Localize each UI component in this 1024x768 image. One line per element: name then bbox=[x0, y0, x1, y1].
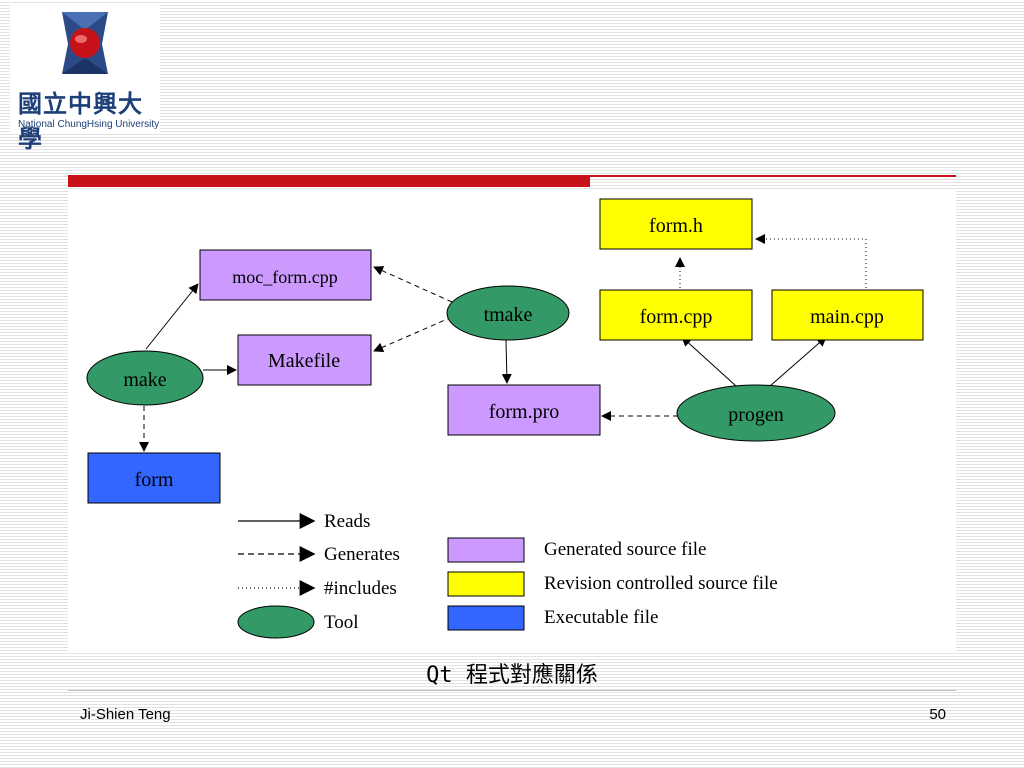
legend-generated-swatch bbox=[447, 537, 525, 563]
legend-reads-label: Reads bbox=[324, 511, 370, 532]
diagram-edges bbox=[139, 234, 867, 452]
node-form: form bbox=[87, 452, 221, 504]
university-logo: 國立中興大學 National ChungHsing University bbox=[10, 4, 160, 153]
edge-tmake-makefile bbox=[373, 316, 453, 352]
node-tmake: tmake bbox=[446, 285, 570, 341]
node-progen: progen bbox=[676, 384, 836, 442]
legend: Reads Generates #includes Tool Generated… bbox=[237, 511, 778, 639]
qt-build-diagram: form.h moc_form.cpp form.cpp main.cpp Ma… bbox=[68, 189, 956, 651]
node-form-pro-label: form.pro bbox=[489, 401, 560, 423]
legend-generated-label: Generated source file bbox=[544, 539, 706, 560]
slide-caption: Qt 程式對應關係 bbox=[426, 663, 598, 688]
edge-tmake-moc bbox=[373, 266, 453, 303]
node-main-cpp-label: main.cpp bbox=[810, 306, 884, 328]
legend-tool-label: Tool bbox=[324, 612, 359, 633]
node-form-cpp-label: form.cpp bbox=[640, 306, 713, 328]
title-bar-accent bbox=[68, 175, 590, 187]
node-form-pro: form.pro bbox=[447, 384, 601, 436]
edge-make-moc bbox=[145, 283, 199, 350]
page-number: 50 bbox=[929, 706, 946, 723]
logo-emblem-icon bbox=[62, 12, 108, 74]
node-makefile: Makefile bbox=[237, 334, 372, 386]
node-make: make bbox=[86, 350, 204, 406]
node-form-h: form.h bbox=[599, 198, 753, 250]
node-form-cpp: form.cpp bbox=[599, 289, 753, 341]
legend-revision-label: Revision controlled source file bbox=[544, 573, 778, 594]
edge-maincpp-formh bbox=[755, 234, 867, 288]
logo-name-english: National ChungHsing University bbox=[18, 119, 160, 130]
footer-author: Ji-Shien Teng bbox=[80, 706, 171, 723]
legend-executable-label: Executable file bbox=[544, 607, 658, 628]
title-bar-line bbox=[590, 175, 956, 177]
legend-includes-label: #includes bbox=[324, 578, 397, 599]
node-tmake-label: tmake bbox=[484, 304, 533, 326]
edge-progen-formcpp bbox=[681, 336, 737, 387]
edge-progen-maincpp bbox=[769, 336, 827, 387]
legend-executable-swatch bbox=[447, 605, 525, 631]
node-moc-form-cpp: moc_form.cpp bbox=[199, 249, 372, 301]
legend-generates-label: Generates bbox=[324, 544, 400, 565]
node-form-h-label: form.h bbox=[649, 215, 703, 237]
footer-divider bbox=[68, 690, 956, 691]
node-progen-label: progen bbox=[728, 404, 784, 426]
node-form-label: form bbox=[135, 469, 174, 491]
node-moc-form-cpp-label: moc_form.cpp bbox=[232, 267, 337, 287]
logo-name-chinese: 國立中興大學 bbox=[18, 89, 143, 153]
node-make-label: make bbox=[123, 369, 166, 391]
edge-tmake-formpro bbox=[501, 339, 512, 384]
node-makefile-label: Makefile bbox=[268, 350, 340, 372]
legend-revision-swatch bbox=[447, 571, 525, 597]
node-main-cpp: main.cpp bbox=[771, 289, 924, 341]
legend-tool-swatch bbox=[237, 605, 315, 639]
